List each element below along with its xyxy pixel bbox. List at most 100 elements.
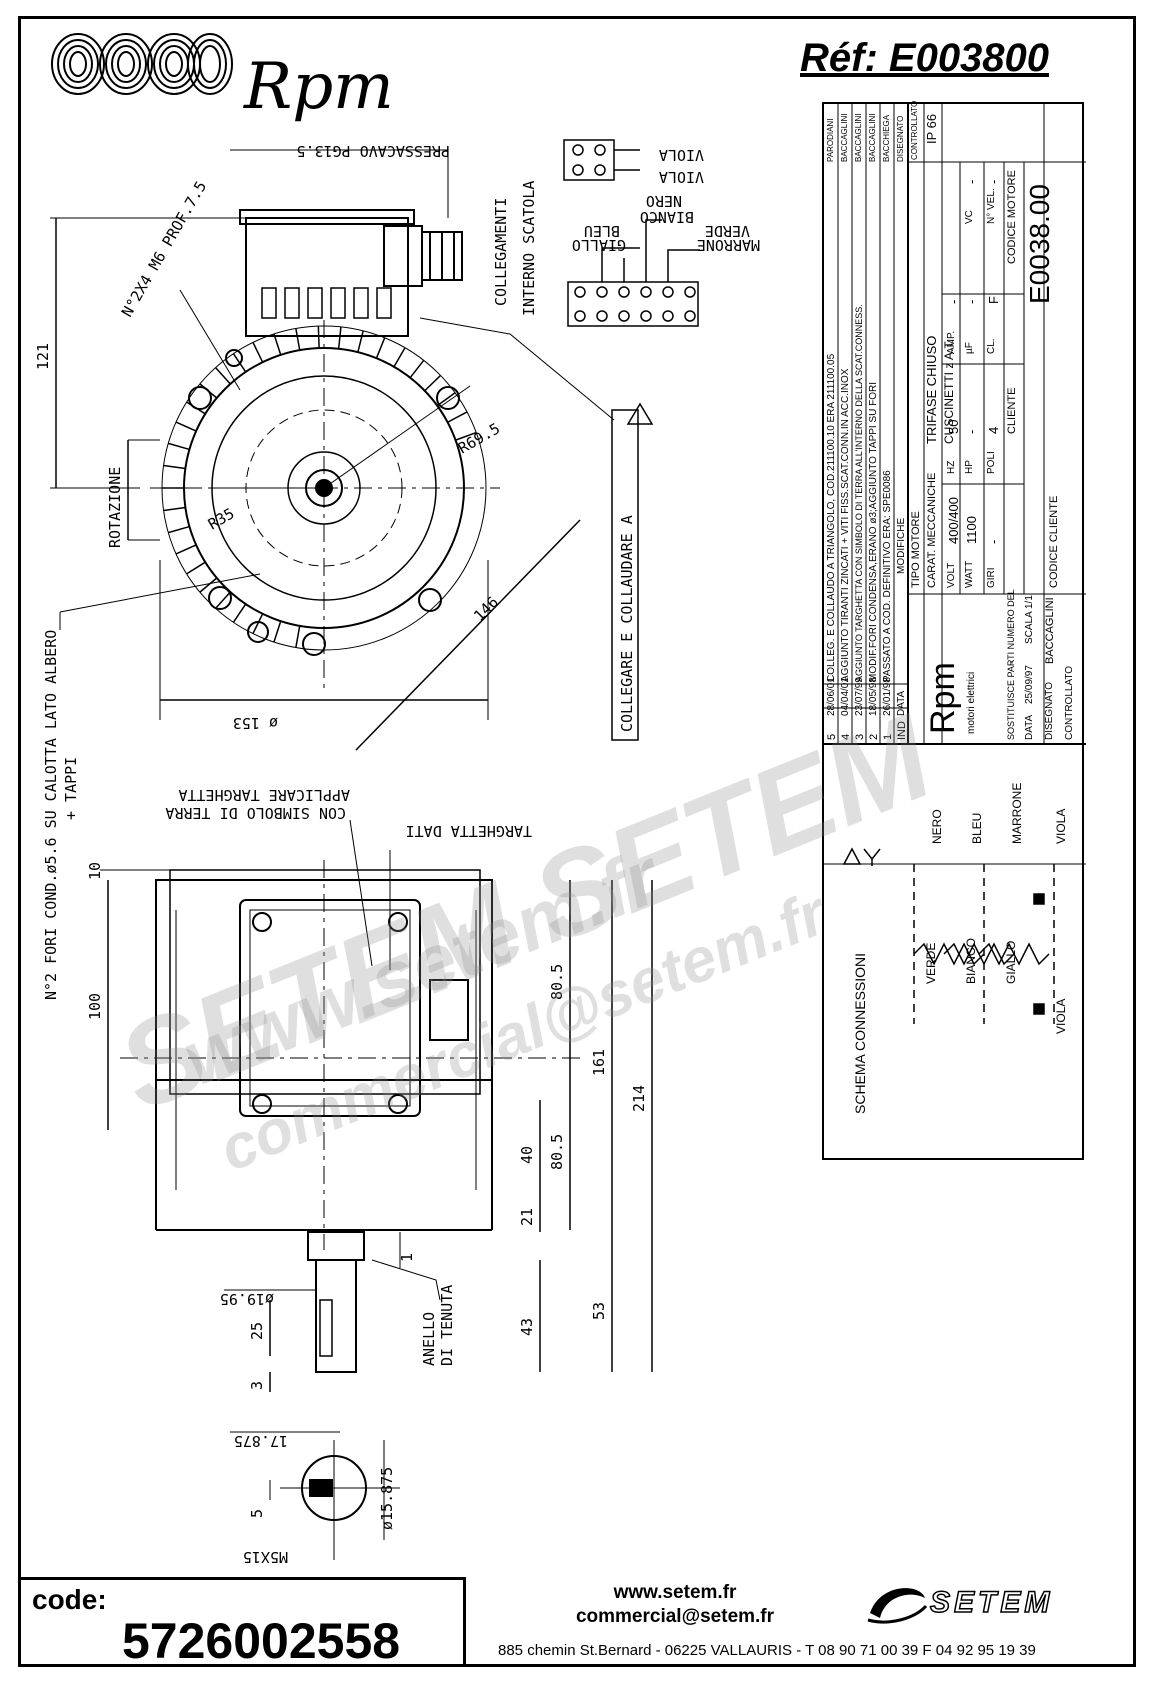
title-block-nvel: - xyxy=(986,179,1001,184)
dim-3-label: 3 xyxy=(248,1381,266,1390)
title-block-revisions-1-firma: BACCAGLINI xyxy=(840,113,849,162)
coil-logo-icon xyxy=(51,33,233,95)
setem-logo: SETEM xyxy=(860,1578,1110,1628)
title-block-tipo-motore: TRIFASE CHIUSO xyxy=(924,335,939,444)
cooling-fin xyxy=(163,506,186,512)
applicare-label-2: CON SIMBOLO DI TERRA xyxy=(165,804,346,822)
title-block-vc-label: VC xyxy=(964,210,975,224)
cooling-fin xyxy=(215,367,231,385)
dim-161-label: 161 xyxy=(590,1049,608,1076)
marrone-label: MARRONE xyxy=(697,236,760,254)
title-block-hz: 50 xyxy=(946,419,961,434)
dim-10-label: 10 xyxy=(86,862,104,880)
setem-brand: SETEM xyxy=(929,1585,1054,1620)
title-block-giri: - xyxy=(986,539,1001,544)
title-block-caratt-label: CARAT. MECCANICHE xyxy=(926,472,938,588)
viola-label-2: VIOLA xyxy=(659,146,704,164)
dim-1995-label: ø19.95 xyxy=(220,1290,274,1308)
cooling-fin xyxy=(199,577,218,593)
anello-label-1: ANELLO xyxy=(420,1312,438,1366)
dim-21-label: 21 xyxy=(518,1208,536,1226)
title-block-scala-label: SCALA xyxy=(1024,611,1035,644)
connection-schema xyxy=(842,847,1055,1024)
dim-43-label: 43 xyxy=(518,1318,536,1336)
title-block-hp-label: HP xyxy=(964,460,975,474)
tappi-label: + TAPPI xyxy=(62,757,80,820)
rpm-logo: Rpm xyxy=(44,30,394,124)
radius-35-label: R35 xyxy=(205,504,237,533)
cooling-fin xyxy=(455,431,477,441)
dim-1-label: 1 xyxy=(398,1253,416,1262)
dim-214-label: 214 xyxy=(630,1085,648,1112)
bleu-label: BLEU xyxy=(584,222,620,240)
title-block-amp: - xyxy=(946,299,961,304)
footer-email[interactable]: commercial@setem.fr xyxy=(575,1606,775,1627)
title-block-revisions-5-modifiche: MODIFICHE xyxy=(896,517,907,574)
rotazione-label: ROTAZIONE xyxy=(106,467,124,548)
dim-100-label: 100 xyxy=(86,993,104,1020)
title-block-sostituisce: SOSTITUISCE PARTI NUMERO DEL xyxy=(1006,589,1016,740)
title-block-revisions-4-data: 26/01/98 xyxy=(882,677,893,716)
title-block-revisions-0-modifiche: COLLEG. E COLLAUDO A TRIANGOLO, COD.2111… xyxy=(826,353,837,682)
cooling-fin xyxy=(232,603,247,623)
title-block-revisions-1-ind: 4 xyxy=(840,733,852,740)
fori-label: N°2X4 M6 PROF.7.5 xyxy=(118,178,210,320)
interno-scatola-label: INTERNO SCATOLA xyxy=(520,181,538,316)
title-block-revisions-4-modifiche: PASSATO A COD. DEFINITIVO ERA: SPE0086 xyxy=(882,470,893,682)
dim-15875-label: ø15.875 xyxy=(378,1467,396,1530)
dim-153-label: ø 153 xyxy=(233,714,278,732)
title-block-uf: - xyxy=(964,299,979,304)
title-block-revisions-3-firma: BACCAGLINI xyxy=(868,113,877,162)
title-block-revisions-1-modifiche: AGGIUNTO TIRANTI ZINCATI + VITI FISS.SCA… xyxy=(840,368,851,682)
title-block-revisions-3-modifiche: MODIF.FORI CONDENSA,ERANO ø3;AGGIUNTO TA… xyxy=(868,381,879,682)
title-block-amp-label: AMP. xyxy=(946,330,957,354)
fori-cond-label: N°2 FORI COND.ø5.6 SU CALOTTA LATO ALBER… xyxy=(42,630,60,1000)
title-block-scala: 1/1 xyxy=(1024,595,1035,609)
title-block-cl: F xyxy=(986,296,1001,304)
title-block-poli: 4 xyxy=(986,426,1001,434)
title-block-revisions-0-data: 28/06/01 xyxy=(826,677,837,716)
title-block-revisions-0-firma: PARODIANI xyxy=(826,118,835,162)
title-block-giri-label: GIRI xyxy=(986,567,997,588)
dim-121-label: 121 xyxy=(34,343,52,370)
title-block-tipo-motore-label: TIPO MOTORE xyxy=(910,511,922,588)
cooling-fin xyxy=(252,342,264,363)
footer-website[interactable]: www.setem.fr xyxy=(613,1582,737,1603)
title-block-hz-label: HZ xyxy=(946,460,957,474)
cooling-fin xyxy=(273,333,282,356)
title-block-uf-label: µF xyxy=(964,342,975,354)
title-block-data: 25/09/97 xyxy=(1024,665,1035,704)
title-block-revisions-2-firma: BACCAGLINI xyxy=(854,113,863,162)
title-block-nvel-label: N° VEL. xyxy=(986,188,997,224)
title-block-cl-label: CL. xyxy=(986,338,997,354)
title-block-revisions-0-ind: 5 xyxy=(826,733,838,740)
cooling-fin xyxy=(175,421,197,432)
collegare-label: COLLEGARE E COLLAUDARE A xyxy=(618,515,636,732)
title-block-codice-cliente-label: CODICE CLIENTE xyxy=(1048,495,1060,588)
dim-5-label: 5 xyxy=(248,1509,266,1518)
title-block-revisions-1-data: 04/04/01 xyxy=(840,677,851,716)
brand-name: Rpm xyxy=(244,50,394,124)
giallo-label: GIALLO xyxy=(572,236,626,254)
title-block-revisions-5-data: DATA xyxy=(896,690,907,716)
title-block-codice-motore: E0038.00 xyxy=(1024,184,1055,304)
swoosh-icon xyxy=(867,1588,928,1624)
title-block-ip: IP 66 xyxy=(924,113,939,144)
title-block-hp: - xyxy=(964,429,979,434)
cooling-fin xyxy=(447,411,468,423)
title-block-rpm-brand: Rpm xyxy=(924,662,962,734)
code-value: 5726002558 xyxy=(122,1613,401,1669)
title-block-revisions-4-ind: 1 xyxy=(882,733,894,740)
radius-69-label: R69.5 xyxy=(455,419,503,457)
cooling-fin xyxy=(317,326,320,349)
bianco-label: BIANCO xyxy=(640,208,694,226)
collegamenti-label: COLLEGAMENTI xyxy=(492,198,510,306)
cooling-fin xyxy=(273,620,282,643)
title-block-grid xyxy=(824,104,1086,865)
title-block-revisions-5-firma: DISEGNATO xyxy=(896,115,905,162)
reference-code: Réf: E003800 xyxy=(800,36,1050,80)
cooling-fin xyxy=(375,337,386,359)
dim-805a-label: 80.5 xyxy=(548,964,566,1000)
title-block-codice-motore-label: CODICE MOTORE xyxy=(1006,170,1018,264)
